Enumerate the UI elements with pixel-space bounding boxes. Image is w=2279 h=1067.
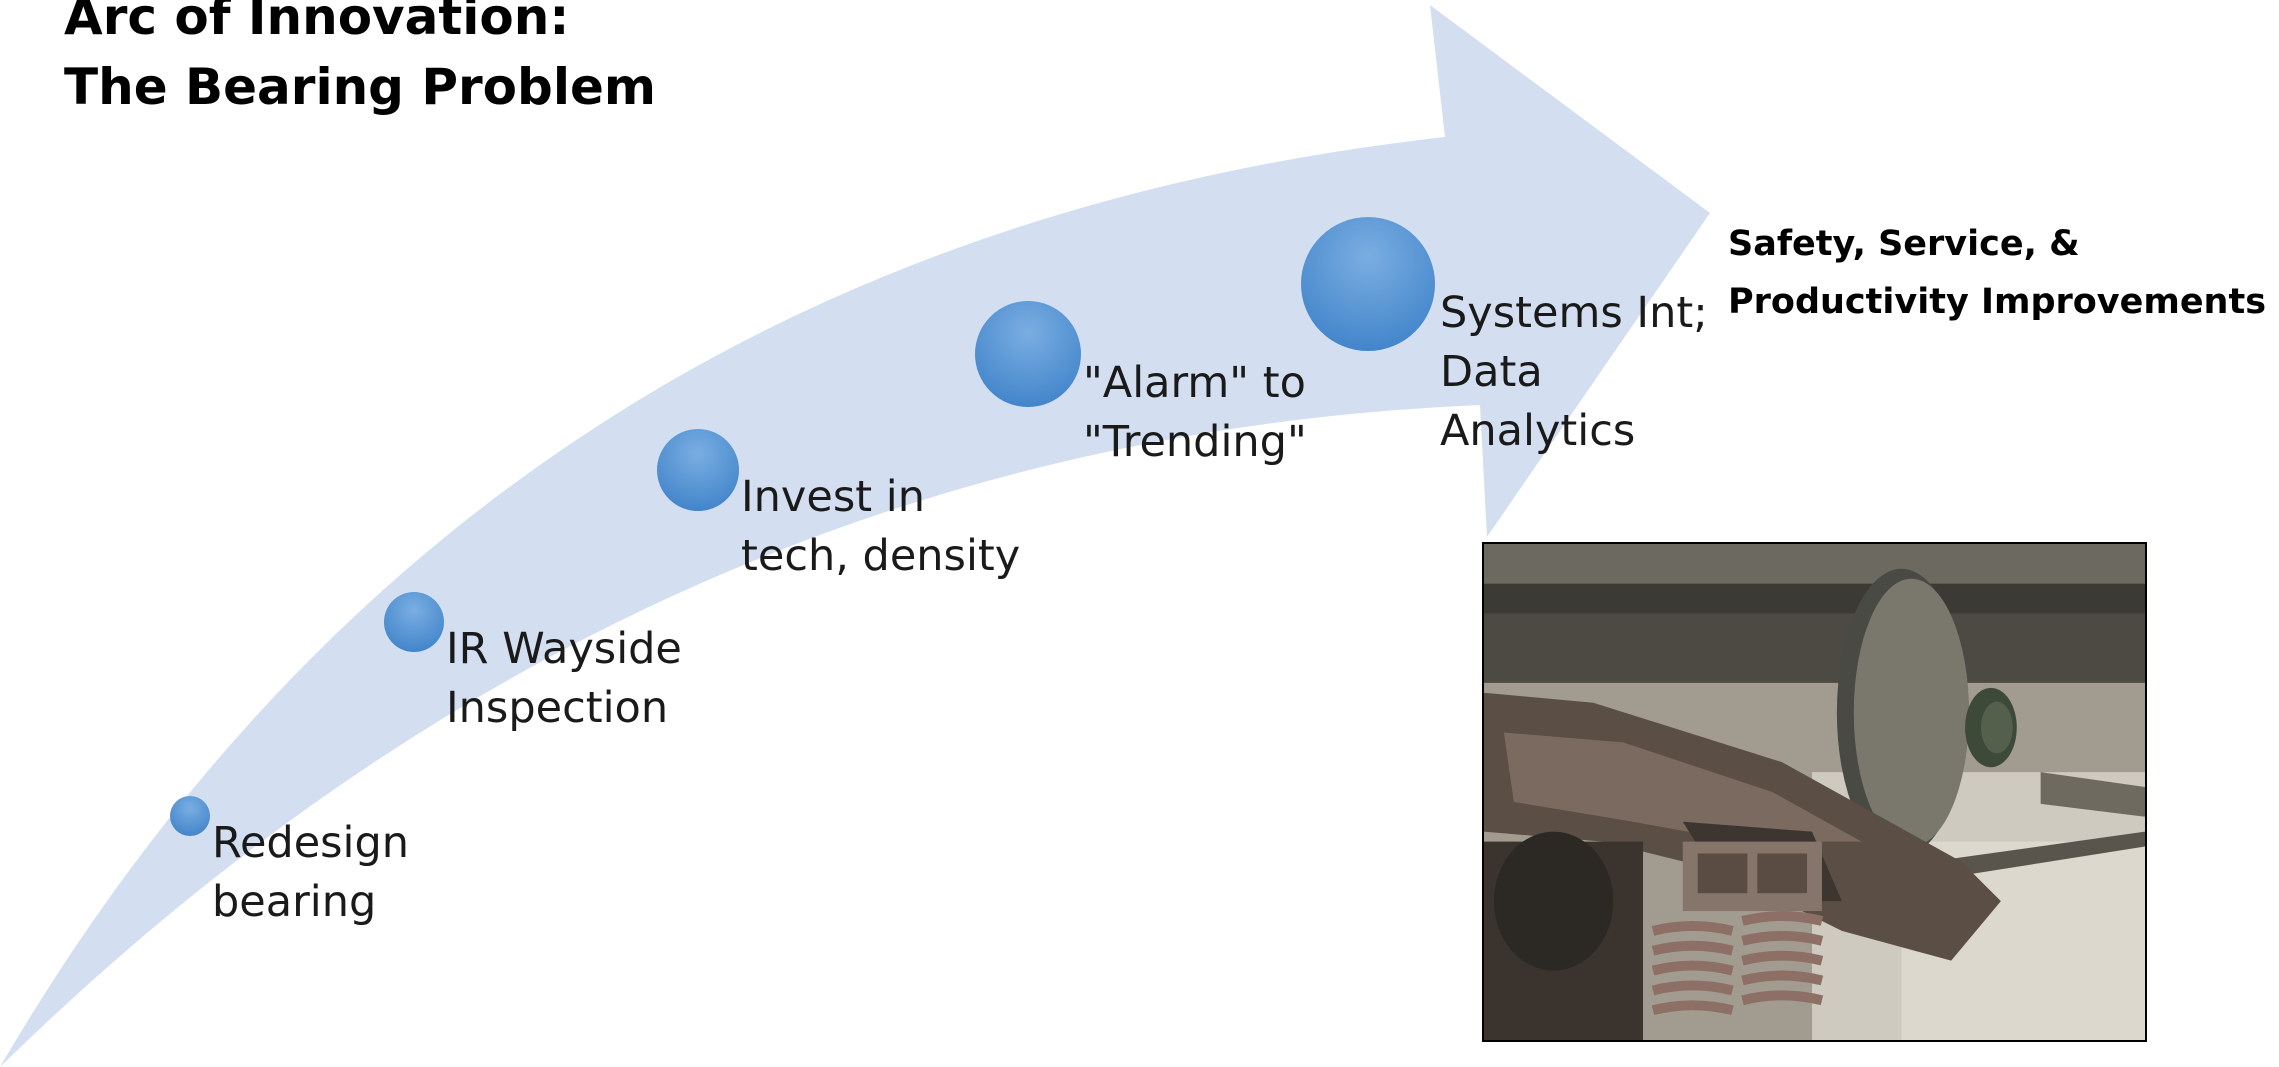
milestone-bubble-2 [384, 592, 444, 652]
milestone-bubble-1 [170, 796, 210, 836]
slide-title-line-2: The Bearing Problem [64, 58, 656, 116]
railcar-truck-illustration [1484, 544, 2145, 1040]
outcome-label: Safety, Service, & Productivity Improvem… [1728, 215, 2266, 331]
milestone-bubble-5 [1301, 217, 1435, 351]
milestone-label-1-line-2: bearing [212, 877, 377, 927]
milestone-label-4: "Alarm" to "Trending" [1083, 354, 1307, 472]
milestone-label-1: Redesign bearing [212, 814, 409, 932]
milestone-label-4-line-1: "Alarm" to [1083, 358, 1306, 408]
milestone-label-3: Invest in tech, density [741, 468, 1020, 586]
milestone-label-3-line-1: Invest in [741, 472, 925, 522]
milestone-label-2: IR Wayside Inspection [446, 620, 682, 738]
milestone-label-1-line-1: Redesign [212, 818, 410, 868]
milestone-label-5: Systems Int; Data Analytics [1440, 284, 1708, 461]
slide-title: Arc of Innovation: The Bearing Problem [64, 0, 656, 122]
milestone-label-5-line-2: Data [1440, 347, 1543, 397]
outcome-label-line-1: Safety, Service, & [1728, 224, 2080, 264]
arc-arrow-shape [0, 5, 1710, 1067]
outcome-label-line-2: Productivity Improvements [1728, 282, 2267, 322]
milestone-label-2-line-2: Inspection [446, 683, 669, 733]
slide-title-line-1: Arc of Innovation: [64, 0, 570, 46]
milestone-bubble-4 [975, 301, 1081, 407]
milestone-label-3-line-2: tech, density [741, 531, 1021, 581]
milestone-label-4-line-2: "Trending" [1083, 417, 1307, 467]
milestone-label-5-line-3: Analytics [1440, 406, 1636, 456]
railcar-truck-photo [1482, 542, 2147, 1042]
milestone-label-5-line-1: Systems Int; [1440, 288, 1708, 338]
milestone-bubble-3 [657, 429, 739, 511]
milestone-label-2-line-1: IR Wayside [446, 624, 682, 674]
